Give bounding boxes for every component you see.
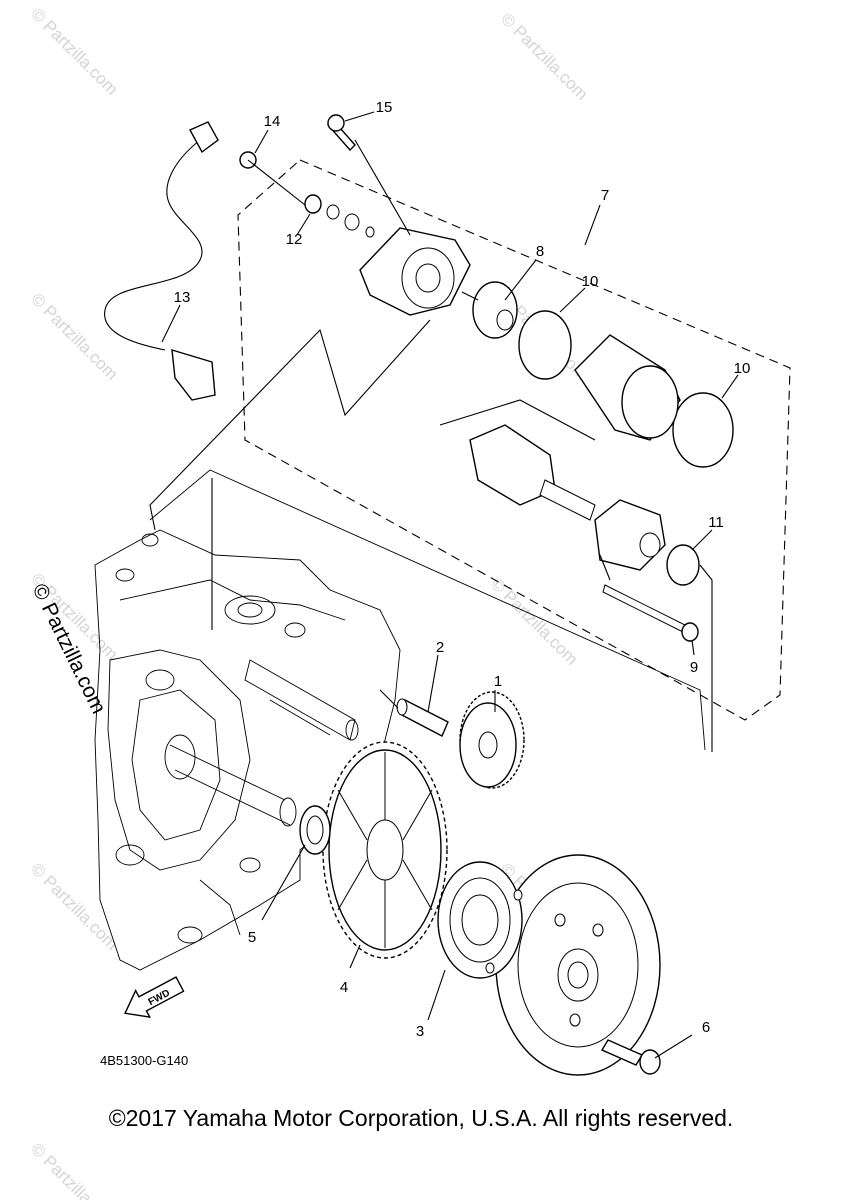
watermark: © Partzilla.com xyxy=(27,4,121,98)
starter-assembly-boundary xyxy=(237,159,791,721)
callout-1: 1 xyxy=(494,673,502,690)
idle-gear-shaft xyxy=(396,698,449,737)
watermark: © Partzilla.com xyxy=(487,574,581,668)
callout-10-front-side: 10 xyxy=(734,360,751,377)
callout-9: 9 xyxy=(690,659,698,676)
leader-lines xyxy=(149,111,739,1059)
callout-10-brush-side: 10 xyxy=(582,273,599,290)
callout-8: 8 xyxy=(536,243,544,260)
idle-gear xyxy=(459,691,525,789)
callout-3: 3 xyxy=(416,1023,424,1040)
drawing-code: 4B51300-G140 xyxy=(100,1053,188,1068)
callout-12: 12 xyxy=(286,231,303,248)
callout-6: 6 xyxy=(702,1019,710,1036)
flywheel xyxy=(495,854,661,1076)
starter-clutch xyxy=(437,861,523,979)
terminal-hardware xyxy=(239,114,375,238)
callout-11: 11 xyxy=(708,514,724,531)
watermark: © Partzilla.com xyxy=(27,1139,121,1200)
callout-13: 13 xyxy=(174,289,191,306)
callout-4: 4 xyxy=(340,979,348,996)
starter-wheel-gear xyxy=(322,741,448,959)
callout-5: 5 xyxy=(248,929,256,946)
watermark: © Partzilla.com xyxy=(27,859,121,953)
callout-7: 7 xyxy=(601,187,609,204)
callout-2: 2 xyxy=(436,639,444,656)
starter-motor-parts xyxy=(359,227,734,642)
watermark: © Partzilla.com xyxy=(497,9,591,103)
copyright-notice: ©2017 Yamaha Motor Corporation, U.S.A. A… xyxy=(109,1105,734,1131)
callout-14: 14 xyxy=(264,113,281,130)
starter-cable xyxy=(104,121,219,401)
fwd-arrow: FWD xyxy=(124,976,185,1019)
washer xyxy=(299,805,331,855)
flywheel-bolt xyxy=(600,1039,661,1075)
callout-labels: 1 2 3 4 5 6 7 8 9 10 10 11 12 13 14 15 xyxy=(174,99,751,1040)
callout-15: 15 xyxy=(376,99,393,116)
